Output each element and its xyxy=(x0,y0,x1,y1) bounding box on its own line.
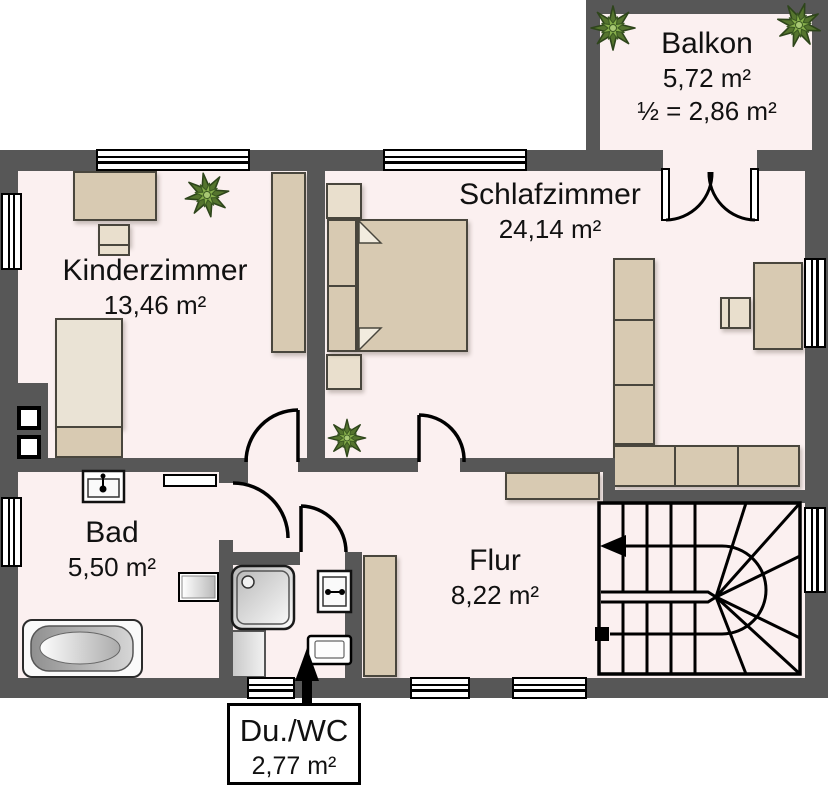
balcony-door-threshold xyxy=(663,148,757,172)
window-glazing-line xyxy=(514,683,585,687)
bathtub-icon xyxy=(22,619,143,678)
window-schlafzimmer-top xyxy=(383,149,527,171)
stairs-walk-line xyxy=(610,544,768,636)
wall-balcony-right xyxy=(812,0,828,152)
kinderzimmer-door-swing xyxy=(244,408,299,463)
chimney-flue-1 xyxy=(17,406,41,430)
window-glazing-line xyxy=(816,260,819,346)
schlafzimmer-label: Schlafzimmer 24,14 m² xyxy=(400,177,700,245)
window-glazing-line xyxy=(816,509,819,591)
schlafzimmer-nightstand-bottom xyxy=(326,354,362,390)
bad-area: 5,50 m² xyxy=(67,552,157,583)
window-glazing-line xyxy=(7,499,11,565)
window-flur-bottom-1 xyxy=(410,677,470,699)
wall-kinderzimmer-schlafzimmer xyxy=(307,170,325,472)
window-glazing-line xyxy=(98,161,248,164)
schlafzimmer-area: 24,14 m² xyxy=(498,214,602,245)
kinderzimmer-desk xyxy=(73,171,157,221)
window-glazing-line xyxy=(810,260,814,346)
wall-bad-flur xyxy=(219,540,233,678)
plant-icon xyxy=(327,418,367,458)
shower-icon xyxy=(230,564,296,631)
stairs-flight-gap xyxy=(601,590,719,604)
bad-label: Bad 5,50 m² xyxy=(32,515,192,583)
duwc-area: 2,77 m² xyxy=(251,752,337,780)
window-glazing-line xyxy=(412,683,468,687)
stairs-icon xyxy=(595,501,802,676)
wall-balcony-left xyxy=(586,0,600,152)
kinderzimmer-bed-foot xyxy=(55,426,123,458)
window-flur-bottom-2 xyxy=(512,677,587,699)
bad-sink-icon xyxy=(81,469,126,504)
window-glazing-line xyxy=(412,689,468,692)
kinderzimmer-wardrobe xyxy=(271,172,306,353)
balkon-area: 5,72 m² xyxy=(662,63,752,94)
flur-cabinet xyxy=(363,555,397,677)
duwc-door-swing xyxy=(300,504,348,553)
schlafzimmer-nightstand-top xyxy=(326,183,362,219)
window-stairwell-right xyxy=(804,507,826,593)
stairs-direction-arrow-icon xyxy=(600,535,626,557)
window-glazing-line xyxy=(98,155,248,159)
wall-duwc-top xyxy=(233,552,300,565)
flur-sideboard xyxy=(505,472,600,500)
toilet-icon xyxy=(306,634,353,666)
wall-bad-door-jamb xyxy=(219,472,248,483)
duwc-label-box: Du./WC 2,77 m² xyxy=(227,703,361,785)
flur-area: 8,22 m² xyxy=(450,580,540,611)
kinderzimmer-label: Kinderzimmer 13,46 m² xyxy=(35,253,275,321)
flur-label: Flur 8,22 m² xyxy=(415,543,575,611)
window-glazing-line xyxy=(514,689,585,692)
washing-machine-icon xyxy=(181,575,216,599)
window-glazing-line xyxy=(12,195,16,268)
schlafzimmer-name: Schlafzimmer xyxy=(459,178,641,211)
window-glazing-line xyxy=(7,195,11,268)
wall-mid-2 xyxy=(298,458,418,472)
wall-stairwell-top xyxy=(603,490,805,503)
schlafzimmer-door-swing xyxy=(418,413,466,463)
window-duwc-bottom xyxy=(247,677,295,699)
chimney-flue-2 xyxy=(17,435,41,459)
schlafzimmer-desk xyxy=(753,262,803,350)
window-schlafzimmer-right xyxy=(804,258,826,348)
bad-name: Bad xyxy=(85,516,139,549)
duwc-sink-icon xyxy=(316,569,353,614)
balcony-door-icon xyxy=(661,168,759,222)
label-arrow-icon xyxy=(295,648,319,708)
window-bad-left xyxy=(1,497,22,567)
window-glazing-line xyxy=(385,161,525,164)
stairs-start-marker xyxy=(595,627,609,641)
window-glazing-line xyxy=(249,689,293,692)
window-kinderzimmer-top xyxy=(96,149,250,171)
kinderzimmer-name: Kinderzimmer xyxy=(62,254,248,287)
window-kinderzimmer-left xyxy=(1,193,22,270)
wall-balcony-top xyxy=(586,0,828,14)
wardrobe-divider-lines xyxy=(613,298,739,487)
wall-mid-1 xyxy=(18,458,248,472)
wall-mid-3 xyxy=(460,458,603,472)
flur-name: Flur xyxy=(469,544,521,577)
window-glazing-line xyxy=(249,683,293,687)
kinderzimmer-area: 13,46 m² xyxy=(103,290,207,321)
balcony-floor xyxy=(600,14,812,152)
bad-door-swing xyxy=(232,481,290,539)
duwc-name: Du./WC xyxy=(239,713,349,748)
balkon-name: Balkon xyxy=(661,27,753,60)
plant-icon xyxy=(180,168,234,222)
schlafzimmer-chair xyxy=(720,297,751,329)
schlafzimmer-wardrobe-row xyxy=(613,445,800,487)
kinderzimmer-chair-seat xyxy=(98,244,130,256)
window-glazing-line xyxy=(385,155,525,159)
schlafzimmer-wardrobe-column xyxy=(613,258,655,445)
bed-pillow-icons xyxy=(327,219,383,352)
door-swing-icons xyxy=(232,408,466,553)
shower-screen xyxy=(231,630,266,678)
bad-door-leaf xyxy=(163,474,217,487)
balkon-area-note: ½ = 2,86 m² xyxy=(637,96,777,127)
window-glazing-line xyxy=(810,509,814,591)
balkon-label: Balkon 5,72 m² ½ = 2,86 m² xyxy=(597,26,817,127)
window-glazing-line xyxy=(12,499,16,565)
